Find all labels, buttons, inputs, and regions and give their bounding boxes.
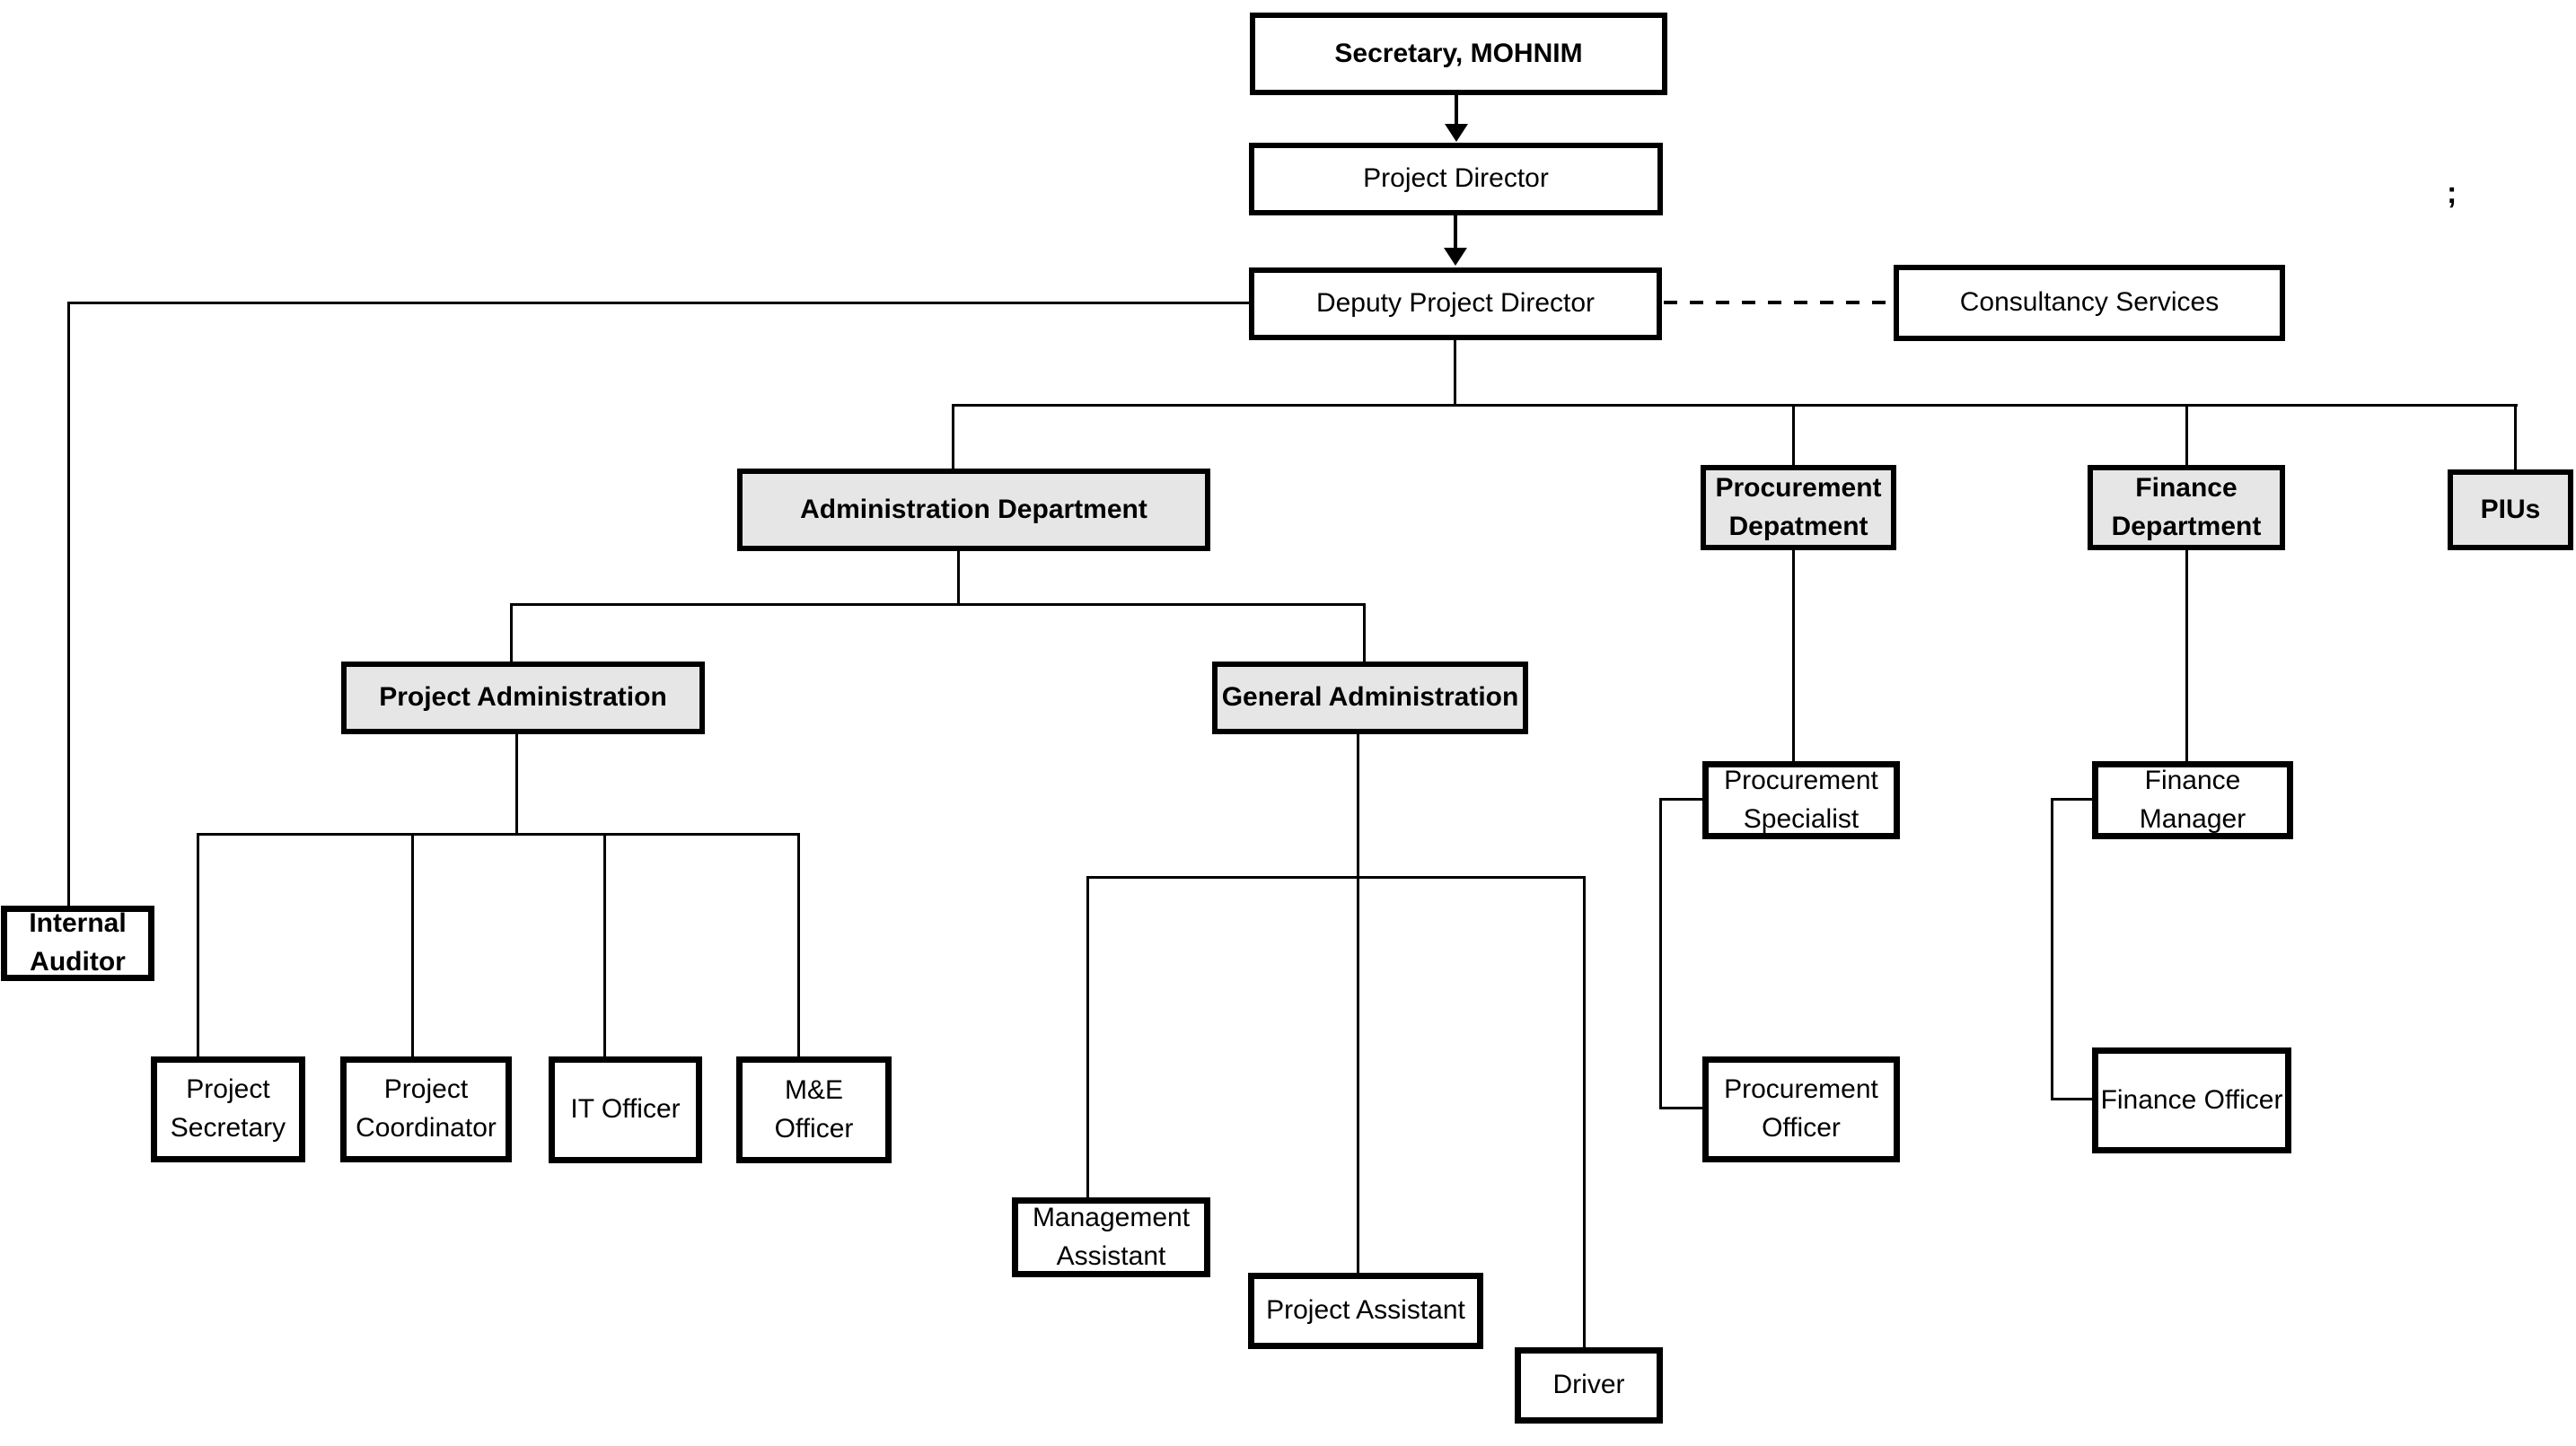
arrow-down-icon	[1445, 124, 1468, 142]
arrow-down-icon	[1444, 248, 1467, 266]
drop-driver	[1583, 876, 1586, 1347]
drop-me-officer	[797, 833, 800, 1056]
fin-bracket-v	[2051, 798, 2053, 1100]
proc-bracket-top	[1659, 798, 1702, 801]
connector-deputy-bus	[1454, 340, 1456, 407]
node-project-coordinator: Project Coordinator	[340, 1056, 512, 1162]
drop-procurement	[1792, 404, 1795, 465]
admin-bus	[510, 603, 1365, 606]
connector-deputy-consultancy-dashed	[1664, 301, 1892, 304]
drop-project-assistant	[1357, 876, 1359, 1273]
node-finance-manager: Finance Manager	[2092, 761, 2293, 839]
drop-project-admin	[510, 603, 513, 662]
genadmin-bus	[1086, 876, 1586, 879]
connector-deputy-auditor-v	[67, 302, 70, 908]
node-finance-department: Finance Department	[2088, 465, 2285, 550]
drop-project-coordinator	[411, 833, 414, 1056]
connector-findept-manager	[2185, 550, 2188, 761]
connector-secretary-director	[1455, 95, 1458, 127]
proc-bracket-bottom	[1659, 1107, 1702, 1109]
node-procurement-department: Procurement Depatment	[1701, 465, 1896, 550]
stray-semicolon: ;	[2447, 176, 2457, 210]
connector-procdept-specialist	[1792, 550, 1795, 761]
main-bus	[952, 404, 2518, 407]
connector-projadmin-bus	[515, 734, 518, 835]
node-secretary-mohnim: Secretary, MOHNIM	[1250, 13, 1667, 95]
fin-bracket-bottom	[2051, 1098, 2092, 1100]
drop-project-secretary	[197, 833, 199, 1056]
node-project-administration: Project Administration	[341, 662, 705, 734]
drop-general-admin	[1363, 603, 1366, 662]
officers-bus	[197, 833, 800, 836]
connector-deputy-auditor-h	[67, 302, 1249, 304]
node-internal-auditor: Internal Auditor	[1, 906, 154, 981]
node-administration-department: Administration Department	[737, 469, 1210, 551]
proc-bracket-v	[1659, 798, 1662, 1109]
connector-genadmin-bus	[1357, 734, 1359, 878]
node-driver: Driver	[1515, 1347, 1663, 1424]
node-project-secretary: Project Secretary	[151, 1056, 305, 1162]
drop-pius	[2514, 404, 2517, 469]
drop-finance	[2185, 404, 2188, 465]
node-general-administration: General Administration	[1212, 662, 1528, 734]
fin-bracket-top	[2051, 798, 2092, 801]
connector-admin-bus	[957, 551, 960, 605]
connector-director-deputy	[1454, 215, 1457, 250]
node-procurement-officer: Procurement Officer	[1702, 1056, 1900, 1162]
node-finance-officer: Finance Officer	[2092, 1047, 2291, 1153]
node-pius: PIUs	[2448, 469, 2573, 550]
node-project-director: Project Director	[1249, 143, 1663, 215]
drop-management-assistant	[1086, 876, 1089, 1197]
node-deputy-project-director: Deputy Project Director	[1249, 267, 1662, 340]
node-it-officer: IT Officer	[549, 1056, 702, 1163]
drop-administration	[952, 404, 954, 469]
node-me-officer: M&E Officer	[736, 1056, 892, 1163]
node-consultancy-services: Consultancy Services	[1894, 265, 2285, 341]
node-project-assistant: Project Assistant	[1248, 1273, 1483, 1349]
drop-it-officer	[603, 833, 606, 1056]
node-procurement-specialist: Procurement Specialist	[1702, 761, 1900, 839]
node-management-assistant: Management Assistant	[1012, 1197, 1210, 1277]
